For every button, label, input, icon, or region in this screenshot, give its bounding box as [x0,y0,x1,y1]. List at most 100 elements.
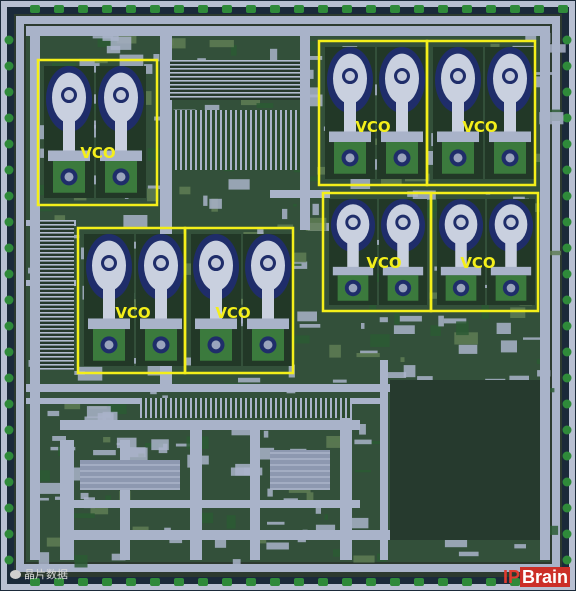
circuit-cell [182,263,197,275]
bond-pad [222,578,232,586]
circuit-cell [119,54,144,69]
circuit-cell [361,323,365,329]
circuit-cell [306,94,323,107]
circuit-cell [84,416,106,422]
circuit-cell [102,411,118,424]
circuit-cell [333,549,340,557]
bond-pad [198,578,208,586]
circuit-cell [443,318,467,324]
bond-pad [562,61,572,71]
bond-pad [438,5,448,13]
circuit-cell [267,521,285,525]
bond-pad [4,529,14,539]
bond-pad [318,578,328,586]
bond-pad [150,5,160,13]
circuit-cell [293,203,297,207]
vco-tank [44,66,94,198]
vco-tank [96,66,146,198]
bond-pad [562,451,572,461]
circuit-cell [102,31,119,41]
bond-pad [562,425,572,435]
bond-pad [4,139,14,149]
bond-pad [270,5,280,13]
vco-tank [84,234,134,366]
bond-pad [198,5,208,13]
circuit-cell [312,203,319,216]
circuit-cell [40,470,50,482]
bond-pad [174,5,184,13]
bond-pad [534,5,544,13]
circuit-cell [55,496,61,500]
bond-pad [4,61,14,71]
circuit-cell [38,552,50,566]
circuit-cell [201,512,214,524]
circuit-cell [379,317,388,323]
bond-pad [4,477,14,487]
bond-pad [562,191,572,201]
bond-pad [414,5,424,13]
circuit-cell [169,539,183,544]
circuit-cell [510,307,526,318]
circuit-cell [454,332,478,345]
bond-pad [4,269,14,279]
circuit-cell [353,555,375,563]
bond-pad [510,5,520,13]
bond-pad [126,578,136,586]
circuit-cell [370,334,390,348]
circuit-cell [344,517,369,529]
bond-pad [246,5,256,13]
circuit-cell [203,195,208,206]
circuit-cell [544,44,566,53]
circuit-cell [403,365,416,378]
bond-pad [102,5,112,13]
circuit-cell [360,441,384,445]
circuit-cell [399,315,422,322]
vco-tank [191,234,241,366]
bond-pad [4,451,14,461]
bond-pad [4,217,14,227]
circuit-cell [37,125,47,140]
circuit-cell [147,188,159,202]
circuit-cell [256,103,274,108]
circuit-cell [86,406,111,418]
vco-tank [487,199,535,305]
circuit-cell [496,322,511,334]
circuit-cell [500,340,517,353]
circuit-cell [164,38,186,49]
bond-pad [4,373,14,383]
bond-pad [562,217,572,227]
bond-pad [562,295,572,305]
circuit-cell [529,153,545,162]
bond-pad [562,321,572,331]
bond-pad [4,425,14,435]
bond-pad [4,113,14,123]
circuit-cell [438,315,444,327]
bond-pad [562,555,572,565]
circuit-cell [430,325,441,336]
bond-pad [270,578,280,586]
bond-pad [126,5,136,13]
vco-tank [243,234,293,366]
vco-label-5: VCO [460,254,495,272]
circuit-cell [354,439,372,445]
vco-label-7: VCO [215,304,250,322]
circuit-cell [175,443,194,447]
circuit-cell [47,410,60,417]
bond-pad [30,5,40,13]
circuit-cell [105,495,111,505]
vco-tank [437,199,485,305]
vco-frames [36,39,540,375]
circuit-cell [142,91,152,105]
circuit-cell [412,190,436,200]
circuit-cell [110,36,132,50]
bond-pad [562,165,572,175]
circuit-cell [80,492,89,500]
bond-pad [174,578,184,586]
watermark-left-text: 晶片数据 [24,568,68,581]
circuit-cell [382,372,407,378]
bond-pad [366,5,376,13]
vco-label-3: VCO [462,118,497,136]
circuit-cell [263,430,269,438]
circuit-cell [164,527,171,531]
